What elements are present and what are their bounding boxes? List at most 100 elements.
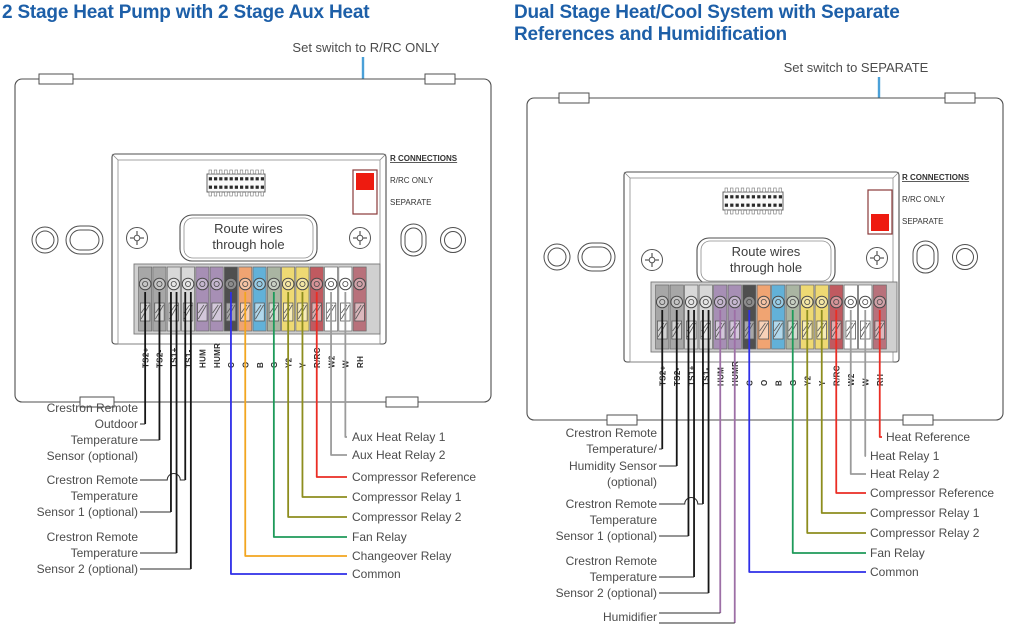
r-connections-option: SEPARATE xyxy=(902,217,944,226)
left-label-text: Temperature xyxy=(71,433,139,447)
wire-RH xyxy=(878,310,882,438)
terminal-TS1- xyxy=(181,266,195,332)
leader-line xyxy=(140,473,186,481)
right-label-text: Common xyxy=(352,567,401,581)
wire-W2 xyxy=(330,292,347,456)
right-label-text: Aux Heat Relay 1 xyxy=(352,430,446,444)
diagram-title: Dual Stage Heat/Cool System with Separat… xyxy=(514,2,900,46)
wire-R/RC xyxy=(315,292,347,478)
left-label-text: Outdoor xyxy=(95,417,138,431)
right-label-text: Compressor Relay 1 xyxy=(352,490,462,504)
terminal-label-B: B xyxy=(774,380,783,386)
plate-tab xyxy=(558,92,590,104)
left-label-text: Crestron Remote xyxy=(47,473,139,487)
r-connections-option: R/RC ONLY xyxy=(902,195,946,204)
right-label-text: Compressor Relay 2 xyxy=(352,510,462,524)
right-label-text: Fan Relay xyxy=(870,546,925,560)
diagram-dual-stage-heat-cool: Dual Stage Heat/Cool System with Separat… xyxy=(512,0,1024,631)
right-label-text: Compressor Relay 1 xyxy=(870,506,980,520)
terminal-B xyxy=(771,284,786,350)
wire-W xyxy=(344,292,347,438)
terminal-label-TS1-: TS1- xyxy=(702,367,711,386)
switch-red-position xyxy=(871,214,889,231)
bevel-corner xyxy=(379,153,387,161)
terminal-HUM xyxy=(195,266,210,332)
plate-tab xyxy=(424,73,456,85)
bevel-corner xyxy=(623,171,631,179)
route-wires-hole xyxy=(179,214,318,262)
left-label-text: (optional) xyxy=(607,475,657,489)
left-label-text: Temperature xyxy=(590,570,658,584)
r-connections-heading: R CONNECTIONS xyxy=(390,154,458,163)
wire-W2 xyxy=(849,310,866,475)
mounting-hole-slot xyxy=(65,225,104,255)
plate-tab xyxy=(606,414,638,426)
right-label-text: Heat Relay 1 xyxy=(870,449,940,463)
switch-red-position xyxy=(356,173,374,190)
wire-R/RC xyxy=(835,310,866,494)
left-label-text: Temperature xyxy=(71,489,139,503)
plate-tab xyxy=(38,73,74,85)
leader-line xyxy=(659,497,703,505)
wire-Y xyxy=(301,292,347,498)
terminal-TS1+ xyxy=(684,284,699,350)
left-label-text: Crestron Remote xyxy=(566,554,658,568)
left-label-text: Humidifier xyxy=(603,610,657,624)
mounting-hole-circle xyxy=(440,227,466,253)
terminal-label-TS1+: TS1+ xyxy=(687,365,696,386)
r-connections-option: SEPARATE xyxy=(390,198,432,207)
left-label-text: Crestron Remote xyxy=(566,426,658,440)
wire-W xyxy=(864,310,867,457)
terminal-RH xyxy=(352,266,367,332)
plate-tab xyxy=(385,396,419,408)
wire-Y xyxy=(820,310,866,514)
left-label-text: Temperature/ xyxy=(586,442,657,456)
left-label-text: Crestron Remote xyxy=(47,530,139,544)
bevel-corner xyxy=(111,153,119,161)
right-label-text: Fan Relay xyxy=(352,530,407,544)
terminal-label-RH: RH xyxy=(356,356,365,368)
terminal-O xyxy=(756,284,771,350)
control-module-bevel xyxy=(629,177,894,363)
pin-header-connector xyxy=(206,169,266,197)
r-connections-heading: R CONNECTIONS xyxy=(902,173,970,182)
right-label-text: Aux Heat Relay 2 xyxy=(352,448,446,462)
right-label-text: Heat Relay 2 xyxy=(870,467,940,481)
route-wires-text: through hole xyxy=(212,237,284,252)
right-label-text: Changeover Relay xyxy=(352,549,451,563)
plate-tab xyxy=(944,92,976,104)
terminal-label-TS1+: TS1+ xyxy=(170,347,179,368)
terminal-label-HUM: HUM xyxy=(199,349,208,368)
mounting-hole-circle xyxy=(31,226,59,254)
left-label-text: Temperature xyxy=(71,546,139,560)
left-label-text: Sensor 1 (optional) xyxy=(37,505,138,519)
left-label-text: Sensor 1 (optional) xyxy=(556,529,657,543)
left-label-text: Crestron Remote xyxy=(566,497,658,511)
left-label-text: Sensor 2 (optional) xyxy=(37,562,138,576)
right-label-text: Compressor Relay 2 xyxy=(870,526,980,540)
switch-callout-text: Set switch to R/RC ONLY xyxy=(292,40,439,55)
wire-C xyxy=(748,310,866,573)
terminal-HUMR xyxy=(209,266,224,332)
left-label-text: Sensor 2 (optional) xyxy=(556,586,657,600)
terminal-TS1- xyxy=(698,284,713,350)
diagram-2-stage-heat-pump: 2 Stage Heat Pump with 2 Stage Aux Heat … xyxy=(2,2,492,581)
terminal-label-B: B xyxy=(256,362,265,368)
wire-O xyxy=(244,292,347,557)
left-label-text: Sensor (optional) xyxy=(47,449,138,463)
pin-header-connector xyxy=(722,187,784,215)
r-connections-option: R/RC ONLY xyxy=(390,176,434,185)
terminal-TS1+ xyxy=(166,266,181,332)
right-label-text: Compressor Reference xyxy=(352,470,476,484)
terminal-label-TS1-: TS1- xyxy=(184,349,193,368)
mounting-hole-slot xyxy=(400,223,427,257)
wire-Y2 xyxy=(287,292,347,518)
mounting-hole-circle xyxy=(543,243,571,271)
screw-icon xyxy=(866,247,888,269)
wire-Y2 xyxy=(806,310,866,534)
terminal-label-O: O xyxy=(760,379,769,386)
terminal-B xyxy=(252,266,267,332)
